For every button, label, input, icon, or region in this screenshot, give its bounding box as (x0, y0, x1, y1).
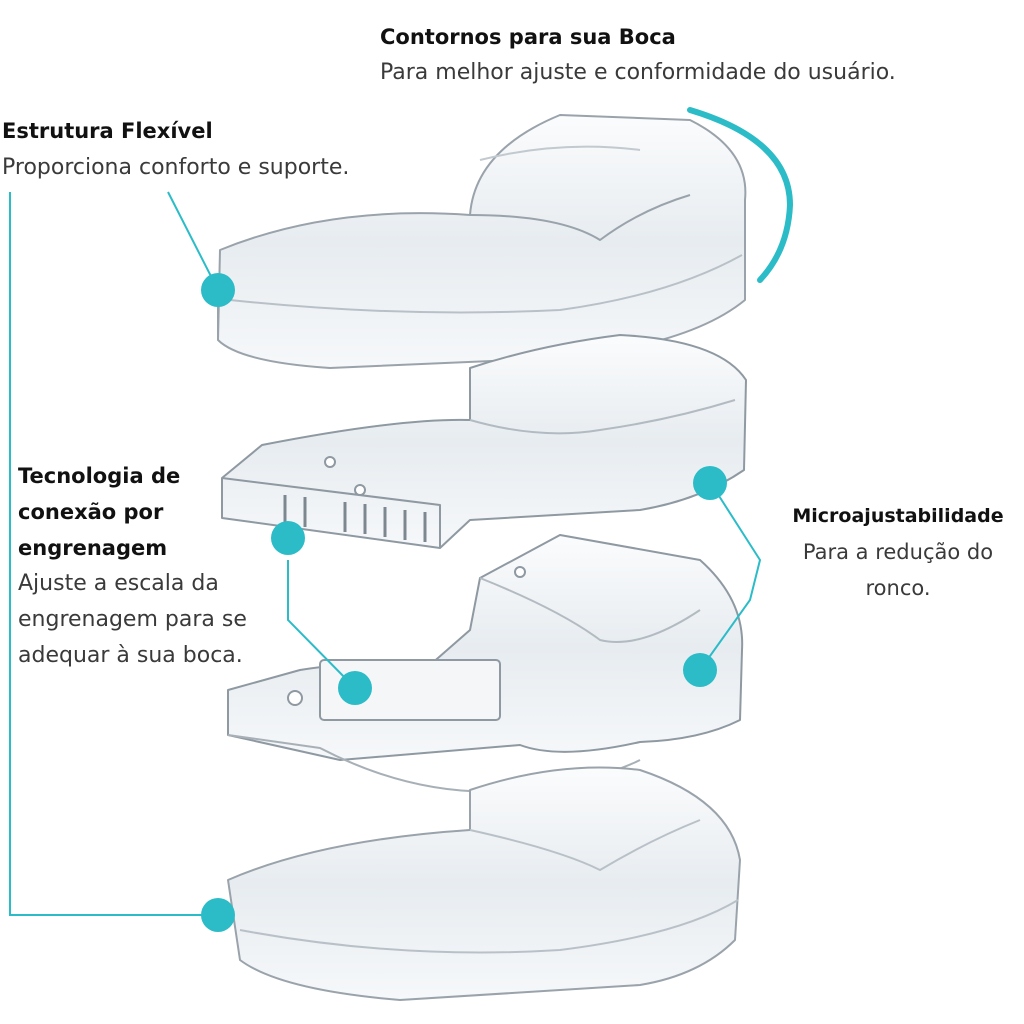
callout-dot-lower (683, 653, 717, 687)
contour-arc (687, 107, 794, 283)
tecnologia-title-line-2: conexão por (18, 500, 164, 524)
tecnologia-title-line-1: Tecnologia de (18, 464, 181, 488)
estrutura-title: Estrutura Flexível (2, 119, 213, 143)
callout-lines (9, 191, 762, 916)
contornos-title: Contornos para sua Boca (380, 25, 676, 49)
top-tray-layer (217, 114, 747, 369)
bottom-tray-layer (227, 766, 741, 1001)
callout-dot-engrenagem (338, 671, 372, 705)
tecnologia-title-line-3: engrenagem (18, 536, 168, 560)
micro-description-line-2: ronco. (865, 576, 931, 600)
upper-gear-plate (221, 334, 747, 549)
callout-dot-micro (693, 466, 727, 500)
callout-dot-tecnologia (271, 521, 305, 555)
estrutura-description: Proporciona conforto e suporte. (2, 155, 350, 180)
micro-description-line-1: Para a redução do (802, 540, 994, 564)
micro-block: Microajustabilidade Para a redução do ro… (778, 498, 1018, 606)
callout-dot-bottom (201, 898, 235, 932)
tecnologia-description-line-2: engrenagem para se (18, 607, 247, 632)
callout-dot-estrutura (201, 273, 235, 307)
micro-title: Microajustabilidade (792, 505, 1004, 527)
tecnologia-block: Tecnologia de conexão por engrenagem Aju… (18, 458, 247, 674)
tecnologia-description-line-1: Ajuste a escala da (18, 571, 219, 596)
lower-gear-plate (227, 534, 744, 793)
tecnologia-description-line-3: adequar à sua boca. (18, 643, 243, 668)
contornos-description: Para melhor ajuste e conformidade do usu… (380, 60, 896, 85)
